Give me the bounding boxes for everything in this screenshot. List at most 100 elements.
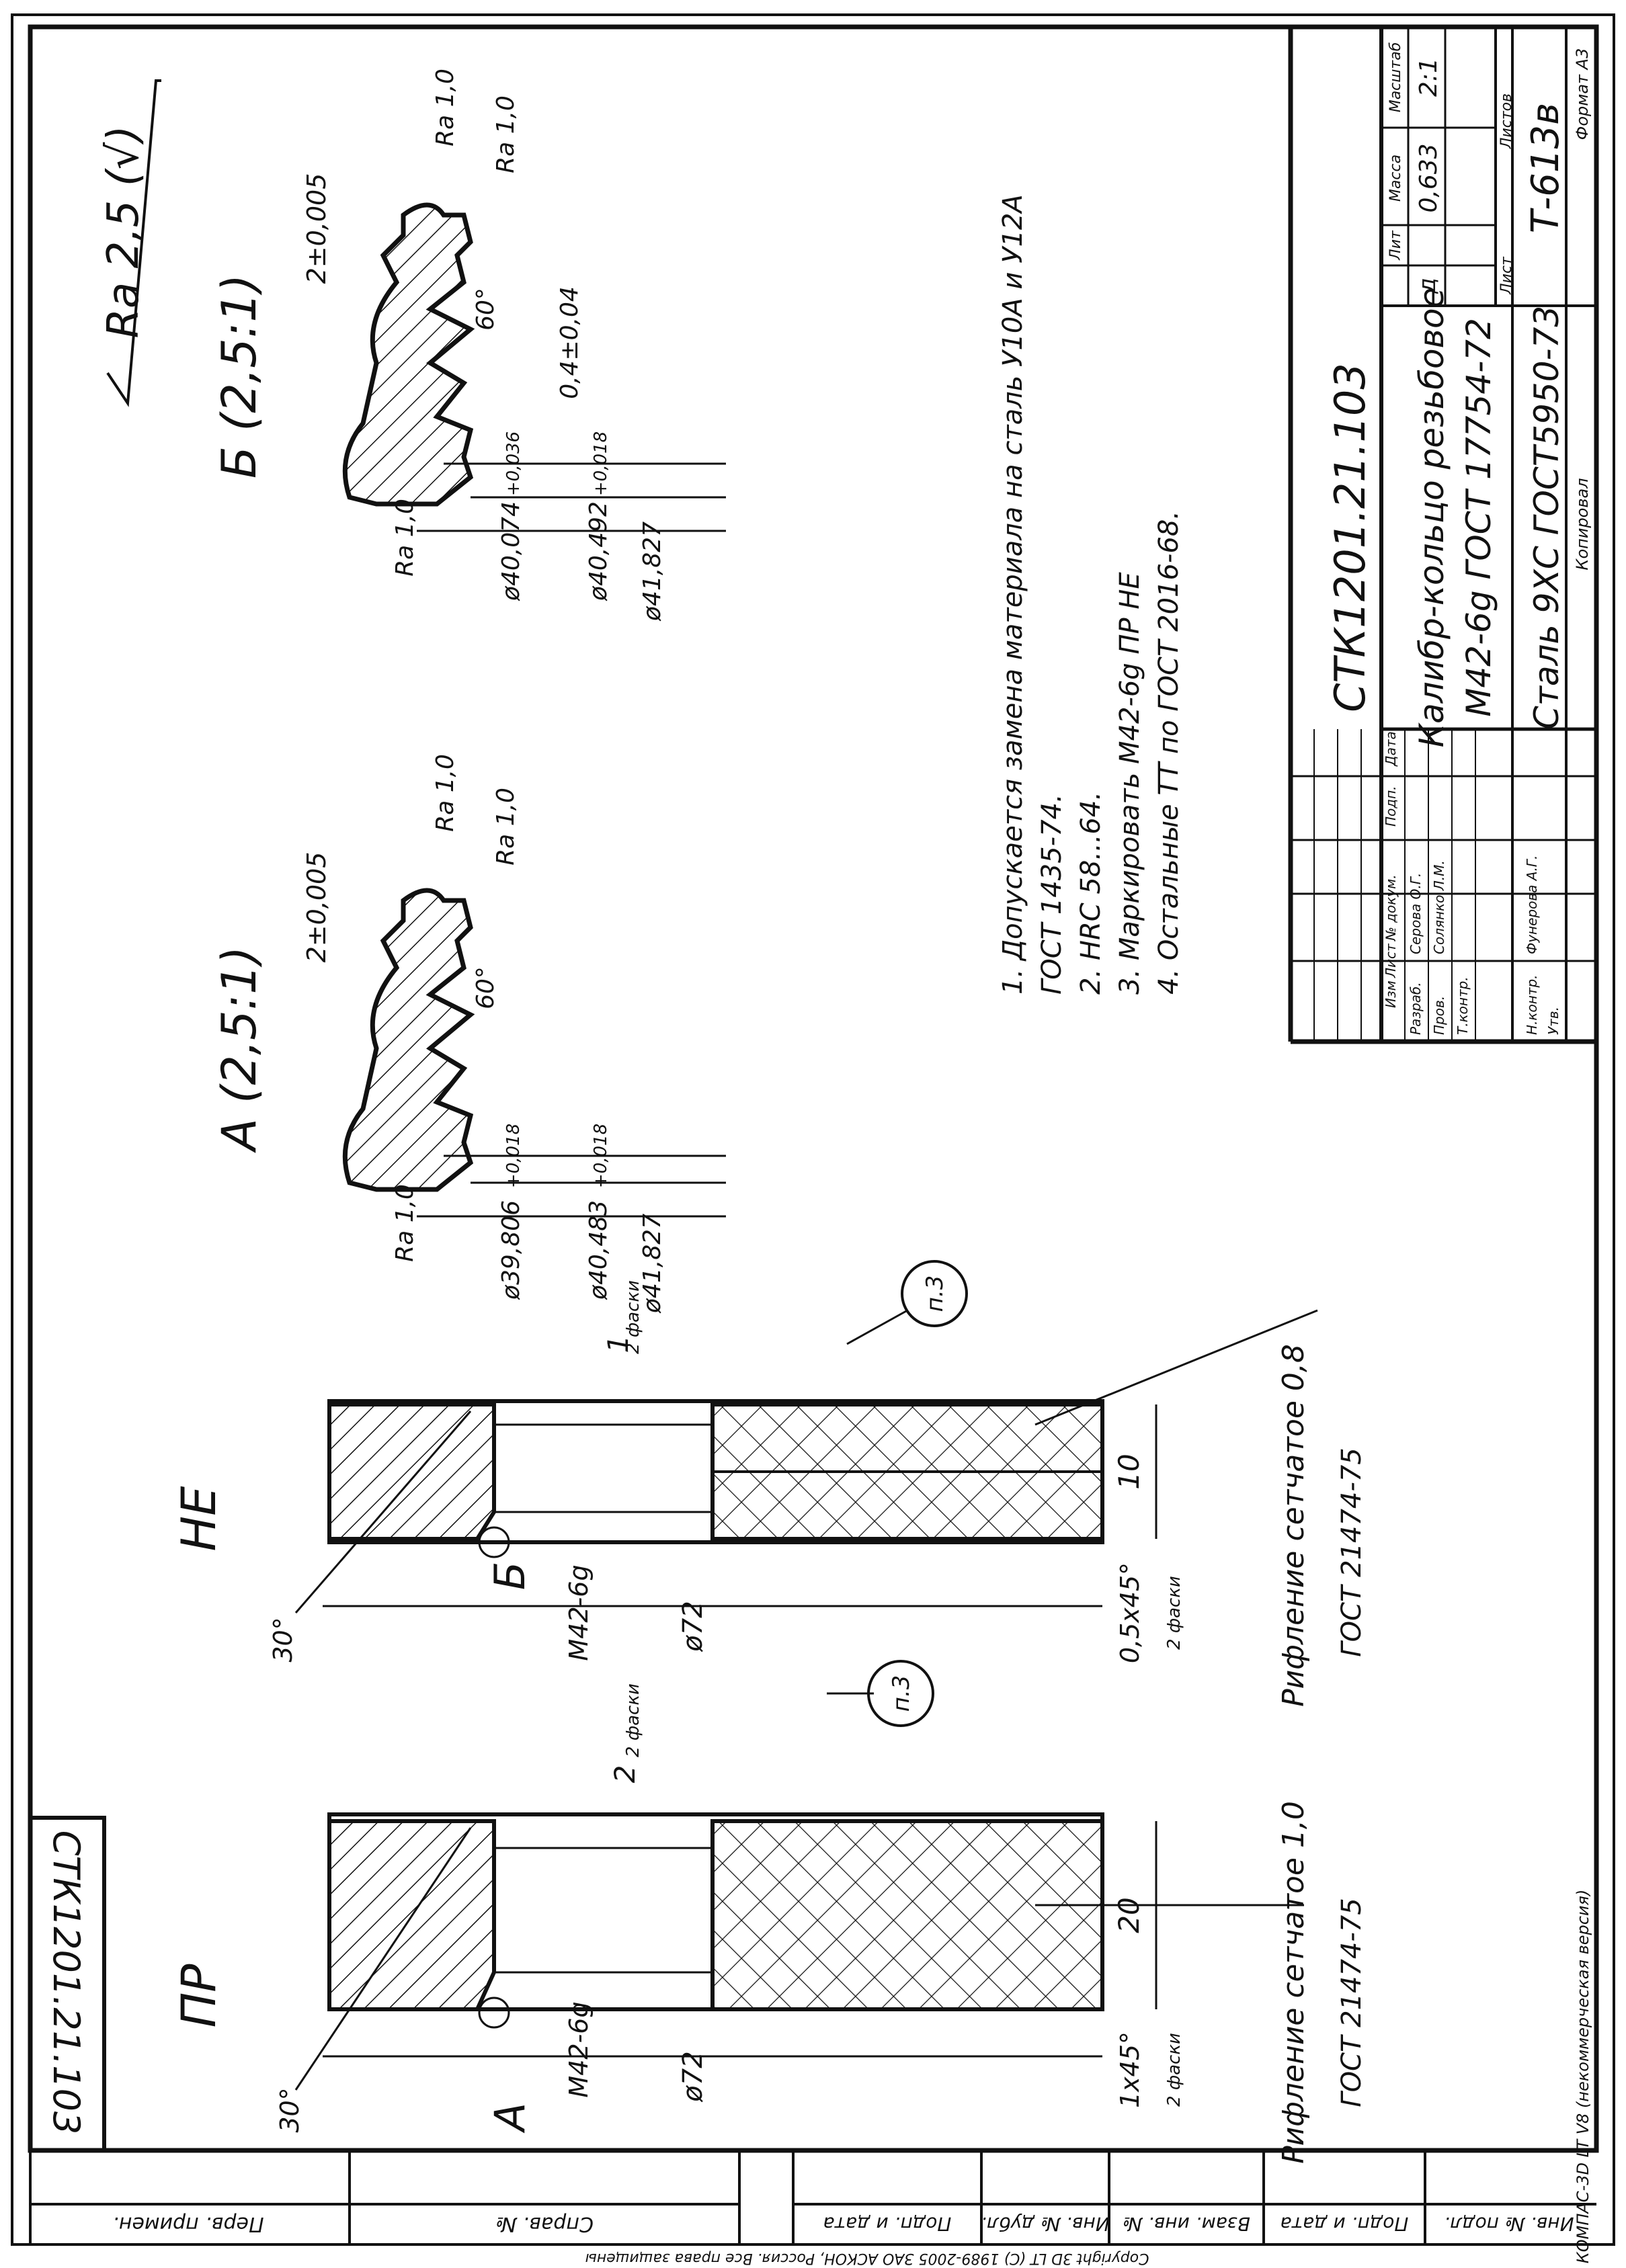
mass-value: 0,633 — [1415, 143, 1442, 212]
hdr-izm: Изм — [1383, 980, 1399, 1008]
hdr-list: Лист — [1383, 943, 1399, 978]
signer-name-0: Серова О.Г. — [1408, 873, 1424, 954]
detail-b-d1: ø40,074 — [497, 501, 525, 601]
copyright-note: Copyright 3D LT (C) 1989-2005 ЗАО АСКОН,… — [585, 2250, 1149, 2267]
detail-a-d2-tol: +0,018 — [591, 1124, 611, 1188]
detail-b-flat: 0,4±0,04 — [556, 286, 583, 399]
strip-podp-2: Подп. и дата — [1281, 2213, 1409, 2235]
view-pr-diameter: ø72 — [678, 2051, 708, 2102]
title-line1: Калибр-кольцо резьбовое — [1412, 288, 1451, 748]
detail-a-d3: ø41,827 — [639, 1214, 666, 1314]
view-pr-thread: M42-6g — [564, 2001, 594, 2097]
view-pr-angle: 30° — [275, 2087, 304, 2132]
view-ne-section: Б — [485, 1562, 534, 1591]
view-pr-chamfer-note: 2 фаски — [1164, 2033, 1184, 2107]
format-text: Формат A3 — [1573, 48, 1592, 140]
strip-sprav: Справ. № — [495, 2212, 594, 2236]
detail-a-pitch: 2±0,005 — [302, 852, 331, 963]
view-ne-chamfer-note: 2 фаски — [1164, 1576, 1184, 1650]
view-ne-label: НЕ — [171, 1486, 227, 1552]
mass-label: Масса — [1387, 155, 1404, 202]
detail-b-pitch: 2±0,005 — [302, 173, 331, 284]
detail-b: Б (2,5:1) 2±0,005 60° 0,4±0,04 Ra 1,0 Ra… — [212, 69, 726, 622]
view-pr: ПР A 30° M42-6g ø72 1x45° 2 фаски 20 2 2… — [171, 1660, 1367, 2164]
view-ne-chamfer: 0,5x45° — [1115, 1562, 1145, 1663]
signer-role-4: Утв. — [1545, 1007, 1561, 1035]
note-3: 3. Маркировать М42-6g ПР НЕ — [1114, 572, 1145, 995]
detail-a-ra-top2: Ra 1,0 — [492, 788, 520, 866]
view-pr-knurl: Рифление сетчатое 1,0 — [1276, 1801, 1311, 2164]
detail-b-ra-top2: Ra 1,0 — [492, 95, 520, 173]
view-pr-step: 2 — [608, 1765, 641, 1783]
view-ne-thread: M42-6g — [564, 1564, 594, 1661]
view-pr-section: A — [485, 2103, 534, 2134]
detail-b-d3: ø41,827 — [639, 521, 666, 622]
bottom-strip: Перв. примен. Справ. № Подп. и дата Инв.… — [29, 1890, 1596, 2267]
hdr-sign: Подп. — [1383, 786, 1399, 827]
detail-a-d2: ø40,483 — [585, 1200, 612, 1300]
view-pr-step-note: 2 фаски — [623, 1683, 643, 1757]
strip-vzam: Взам. инв. № — [1123, 2213, 1250, 2235]
sheet-label: Лист — [1498, 256, 1515, 295]
view-ne-step: 1 — [602, 1335, 635, 1353]
signer-name-1: Солянко Л.М. — [1431, 860, 1447, 954]
scale-label: Масштаб — [1387, 42, 1404, 113]
hdr-doc: № докум. — [1383, 874, 1399, 941]
scale-value: 2:1 — [1415, 58, 1442, 97]
note-1: 1. Допускается замена материала на сталь… — [998, 194, 1028, 995]
signer-role-1: Пров. — [1431, 996, 1447, 1035]
view-ne-knurl-std: ГОСТ 21474-75 — [1336, 1447, 1367, 1656]
signer-name-3: Фунерова А.Г. — [1524, 855, 1540, 954]
view-ne-step-note: 2 фаски — [623, 1280, 643, 1354]
notes-block: 1. Допускается замена материала на сталь… — [998, 194, 1184, 995]
organization-text: Т-613в — [1524, 103, 1568, 233]
detail-a-ra-left: Ra 1,0 — [391, 1184, 419, 1262]
roughness-general: Ra 2,5 (√) — [99, 79, 161, 407]
strip-inv-dubl: Инв. № дубл. — [981, 2213, 1110, 2235]
note-2: 2. HRC 58...64. — [1075, 792, 1106, 995]
kompas-note: КОМПАС-3D LT V8 (некоммерческая версия) — [1574, 1890, 1592, 2264]
detail-a-angle: 60° — [472, 966, 499, 1009]
detail-b-d1-tol: +0,036 — [503, 431, 524, 496]
signer-role-3: Н.контр. — [1524, 975, 1540, 1036]
copied-text: Копировал — [1573, 478, 1592, 570]
detail-b-angle: 60° — [472, 288, 499, 331]
view-ne-diameter: ø72 — [678, 1601, 708, 1652]
detail-a-d1-tol: +0,018 — [503, 1124, 524, 1188]
outer-frame — [11, 13, 1615, 2246]
roughness-general-text: Ra 2,5 (√) — [99, 126, 149, 339]
strip-podp-1: Подп. и дата — [823, 2213, 952, 2235]
detail-b-d2: ø40,492 — [585, 501, 612, 601]
lit-label: Лит — [1387, 230, 1404, 261]
detail-b-ra-left: Ra 1,0 — [391, 499, 419, 577]
view-pr-width: 20 — [1112, 1897, 1145, 1933]
detail-a: А (2,5:1) 2±0,005 60° Ra 1,0 Ra 1,0 Ra 1… — [212, 754, 726, 1314]
view-pr-callout: п.3 — [888, 1675, 915, 1712]
view-pr-chamfer: 1x45° — [1115, 2031, 1145, 2108]
view-pr-label: ПР — [171, 1964, 227, 2028]
detail-b-d2-tol: +0,018 — [591, 431, 611, 496]
view-ne-callout: п.3 — [922, 1275, 948, 1312]
title-block — [1288, 27, 1596, 1044]
view-ne-knurl: Рифление сетчатое 0,8 — [1276, 1344, 1311, 1707]
detail-a-d1: ø39,806 — [497, 1200, 525, 1300]
detail-a-ra-top1: Ra 1,0 — [432, 754, 459, 832]
sheets-label: Листов — [1498, 93, 1515, 149]
hdr-date: Дата — [1383, 731, 1399, 767]
note-1b: ГОСТ 1435-74. — [1036, 794, 1067, 995]
lit-value: д — [1414, 278, 1441, 294]
view-ne-width: 10 — [1112, 1454, 1145, 1489]
note-4: 4. Остальные ТТ по ГОСТ 2016-68. — [1153, 511, 1184, 995]
material-text: Сталь 9ХС ГОСТ5950-73 — [1527, 306, 1566, 729]
detail-a-title: А (2,5:1) — [212, 946, 267, 1153]
view-pr-knurl-std: ГОСТ 21474-75 — [1336, 1898, 1367, 2107]
view-ne: НЕ Б 30° M42-6g ø72 0,5x45° 2 фаски 10 1… — [171, 1260, 1367, 1707]
designation-text: СТК1201.21.103 — [1326, 363, 1375, 712]
strip-perv-primen: Перв. примен. — [112, 2212, 263, 2236]
detail-b-title: Б (2,5:1) — [212, 274, 267, 478]
title-line2: М42-6g ГОСТ 17754-72 — [1459, 318, 1498, 717]
strip-inv-podl: Инв. № подл. — [1444, 2213, 1574, 2235]
view-ne-angle: 30° — [268, 1617, 298, 1662]
signer-role-2: Т.контр. — [1455, 976, 1471, 1035]
signer-role-0: Разраб. — [1408, 982, 1424, 1035]
